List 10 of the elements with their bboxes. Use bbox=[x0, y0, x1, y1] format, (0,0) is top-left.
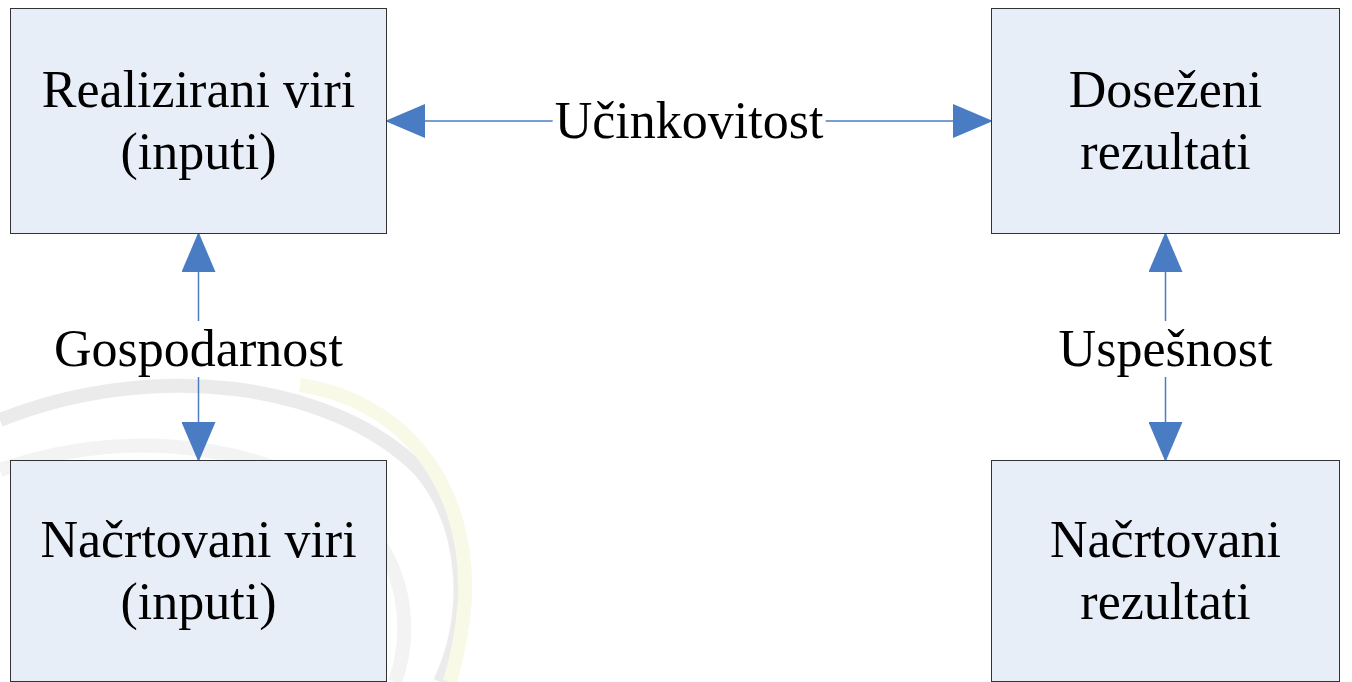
process-box bbox=[10, 8, 387, 234]
process-box bbox=[10, 460, 387, 682]
process-box bbox=[991, 8, 1340, 234]
process-box bbox=[991, 460, 1340, 682]
box-text: Načrtovani rezultati bbox=[1049, 509, 1282, 632]
double-arrow bbox=[181, 232, 216, 462]
edge-label: Uspešnost bbox=[1056, 321, 1275, 377]
box-text: Realizirani viri (inputi) bbox=[40, 59, 357, 182]
box-text: Doseženi rezultati bbox=[1067, 59, 1264, 182]
box-text: Načrtovani viri (inputi) bbox=[39, 509, 358, 632]
